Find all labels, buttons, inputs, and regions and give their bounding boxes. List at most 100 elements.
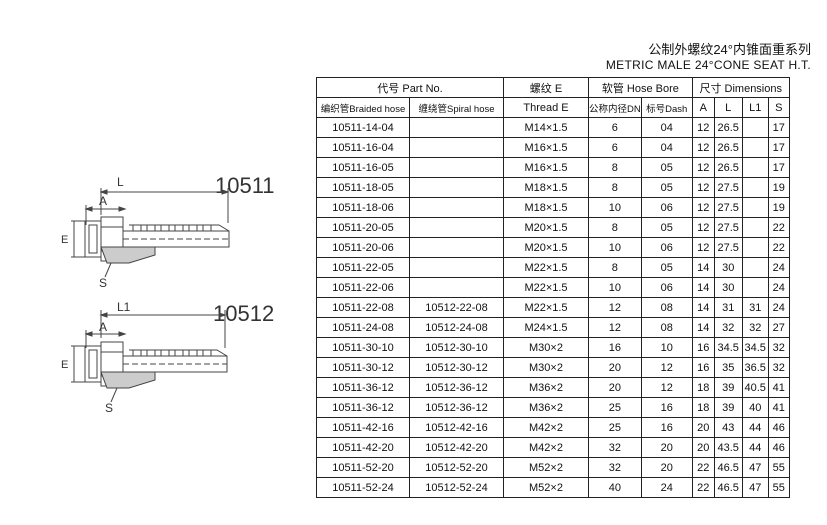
cell-braided: 10511-30-12 — [316, 357, 410, 378]
cell-thread: M14×1.5 — [503, 117, 589, 138]
header-l: L — [713, 97, 743, 118]
cell-braided: 10511-30-10 — [316, 337, 410, 358]
cell-l1 — [741, 117, 769, 138]
cell-braided: 10511-52-20 — [316, 457, 410, 478]
cell-s: 19 — [767, 177, 790, 198]
cell-thread: M20×1.5 — [503, 217, 589, 238]
cell-dn: 16 — [588, 337, 642, 358]
catalog-title-cn: 公制外螺纹24°内锥面重系列 — [648, 42, 811, 57]
cell-l1 — [741, 217, 769, 238]
cell-l: 26.5 — [713, 157, 743, 178]
cell-thread: M30×2 — [503, 337, 589, 358]
model-number-10512: 10512 — [213, 301, 275, 326]
cell-dn: 6 — [588, 117, 642, 138]
cell-l1: 32 — [741, 317, 769, 338]
cell-dn: 10 — [588, 237, 642, 258]
cell-s: 32 — [767, 337, 790, 358]
header-spiral: 缠绕管Spiral hose — [409, 97, 504, 118]
cell-braided: 10511-16-05 — [316, 157, 410, 178]
dim-label-e: E — [61, 359, 68, 371]
model-number-10511: 10511 — [215, 173, 275, 198]
cell-dn: 8 — [588, 257, 642, 278]
header-l1: L1 — [741, 97, 769, 118]
dim-label-l1: L1 — [117, 300, 131, 314]
cell-l: 27.5 — [713, 177, 743, 198]
cell-l1: 36.5 — [741, 357, 769, 378]
cell-braided: 10511-42-20 — [316, 437, 410, 458]
cell-s: 41 — [767, 377, 790, 398]
cell-braided: 10511-20-06 — [316, 237, 410, 258]
cell-a: 18 — [691, 397, 715, 418]
catalog-title-en: METRIC MALE 24°CONE SEAT H.T. — [605, 58, 811, 72]
cell-dn: 32 — [588, 457, 642, 478]
cell-l1 — [741, 237, 769, 258]
cell-s: 22 — [767, 237, 790, 258]
cell-a: 12 — [691, 197, 715, 218]
cell-s: 55 — [767, 477, 790, 498]
cell-braided: 10511-42-16 — [316, 417, 410, 438]
cell-dn: 20 — [588, 357, 642, 378]
cell-a: 12 — [691, 157, 715, 178]
cell-dash: 05 — [640, 157, 693, 178]
cell-dn: 25 — [588, 397, 642, 418]
cell-l: 39 — [713, 377, 743, 398]
cell-l1 — [741, 257, 769, 278]
cell-spiral: 10512-52-24 — [409, 477, 504, 498]
cell-dash: 16 — [640, 417, 693, 438]
cell-l1 — [741, 197, 769, 218]
cell-thread: M22×1.5 — [503, 297, 589, 318]
cell-a: 20 — [691, 417, 715, 438]
cell-dn: 8 — [588, 217, 642, 238]
cell-s: 55 — [767, 457, 790, 478]
cell-a: 12 — [691, 117, 715, 138]
cell-l1: 47 — [741, 477, 769, 498]
cell-l: 26.5 — [713, 137, 743, 158]
cell-thread: M42×2 — [503, 437, 589, 458]
cell-spiral: 10512-36-12 — [409, 397, 504, 418]
cell-thread: M22×1.5 — [503, 277, 589, 298]
cell-a: 12 — [691, 217, 715, 238]
cell-s: 32 — [767, 357, 790, 378]
cell-a: 22 — [691, 477, 715, 498]
cell-dash: 05 — [640, 217, 693, 238]
cell-thread: M18×1.5 — [503, 177, 589, 198]
cell-dash: 04 — [640, 117, 693, 138]
cell-dn: 20 — [588, 377, 642, 398]
cell-braided: 10511-24-08 — [316, 317, 410, 338]
cell-dash: 04 — [640, 137, 693, 158]
cell-s: 17 — [767, 137, 790, 158]
cell-l: 46.5 — [713, 457, 743, 478]
cell-dn: 8 — [588, 177, 642, 198]
cell-braided: 10511-36-12 — [316, 377, 410, 398]
cell-s: 24 — [767, 297, 790, 318]
cell-l1: 44 — [741, 437, 769, 458]
dim-label-e: E — [61, 234, 68, 246]
cell-spiral: 10512-30-10 — [409, 337, 504, 358]
cell-dash: 05 — [640, 257, 693, 278]
spec-table: 代号 Part No. 螺纹 E 软管 Hose Bore 尺寸 Dimensi… — [316, 77, 790, 498]
cell-l: 34.5 — [713, 337, 743, 358]
header-s: S — [767, 97, 790, 118]
fitting-drawing-10512: L1 A E S — [61, 300, 228, 415]
cell-dash: 06 — [640, 197, 693, 218]
cell-l: 31 — [713, 297, 743, 318]
cell-braided: 10511-16-04 — [316, 137, 410, 158]
cell-a: 20 — [691, 437, 715, 458]
cell-braided: 10511-18-05 — [316, 177, 410, 198]
cell-l1: 47 — [741, 457, 769, 478]
cell-a: 16 — [691, 357, 715, 378]
cell-thread: M42×2 — [503, 417, 589, 438]
dim-label-a: A — [99, 320, 107, 334]
cell-l1: 34.5 — [741, 337, 769, 358]
cell-l: 46.5 — [713, 477, 743, 498]
cell-thread: M16×1.5 — [503, 157, 589, 178]
cell-a: 16 — [691, 337, 715, 358]
cell-s: 17 — [767, 157, 790, 178]
